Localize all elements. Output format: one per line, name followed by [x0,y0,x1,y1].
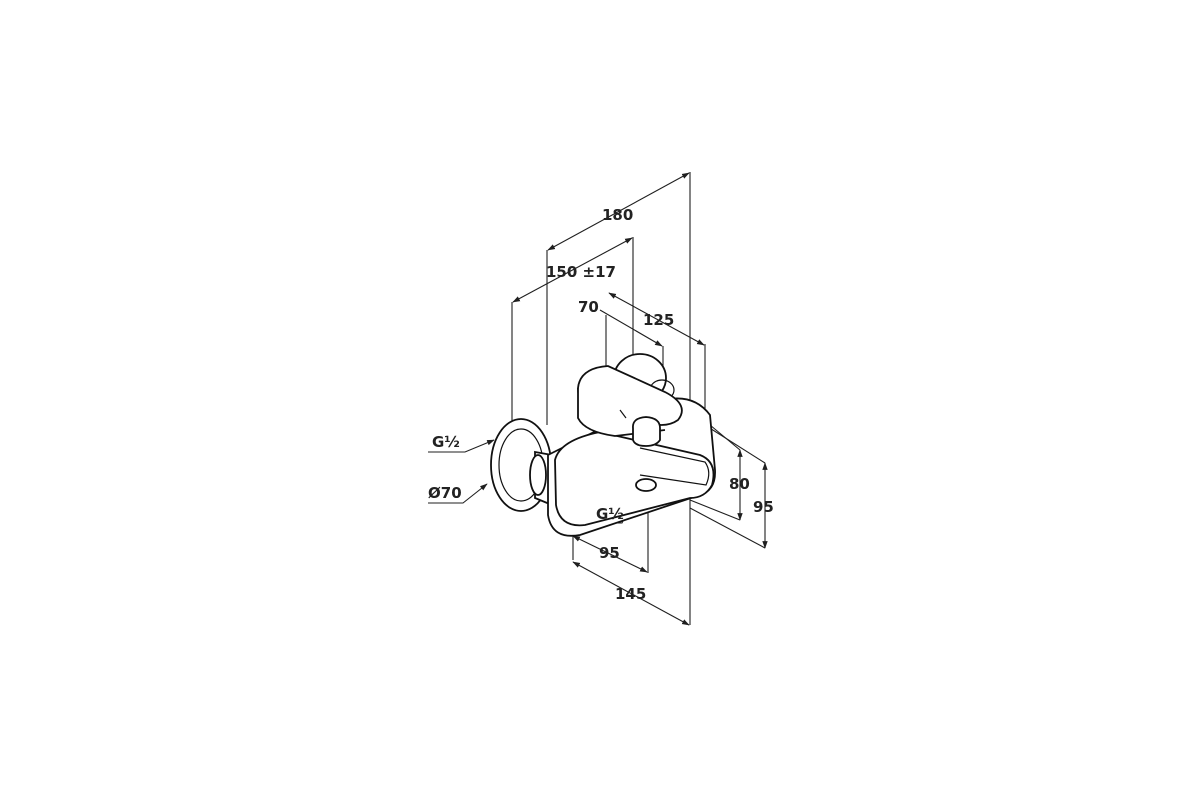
dimension-125-line [608,292,705,346]
label-180: 180 [602,206,633,224]
outlet [635,478,657,492]
mixer-drawing [490,353,716,537]
label-150: 150 ±17 [546,263,616,281]
dimension-180-line [547,172,690,251]
label-125: 125 [643,311,674,329]
label-70: 70 [578,298,599,316]
label-95-vertical: 95 [753,498,774,516]
dimension-150-line [512,237,633,303]
diverter-knob [632,416,661,447]
g-half-left-leader [428,439,495,453]
diameter-70-leader [428,483,488,504]
label-diameter-70: Ø70 [428,484,462,502]
label-145: 145 [615,585,646,603]
dimension-labels: 180 150 ±17 70 125 G½ Ø70 G½ 80 95 95 14… [428,206,774,603]
label-80: 80 [729,475,750,493]
dimension-145-line [572,561,690,626]
label-g-half-inlet: G½ [432,433,460,451]
dimension-lines [512,172,768,626]
label-g-half-outlet: G½ [596,505,624,523]
label-95-horizontal: 95 [599,544,620,562]
